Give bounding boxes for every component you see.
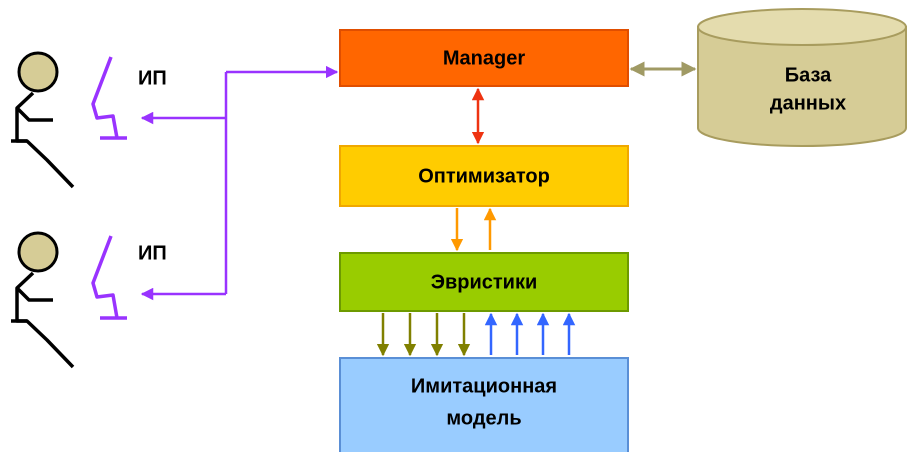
heuristics-node: Эвристики xyxy=(339,252,629,312)
user-1: ИП xyxy=(11,51,167,189)
heuristics-box xyxy=(339,252,629,312)
computer-desk-icon xyxy=(91,56,127,140)
simulation-label-line2: модель xyxy=(446,407,521,429)
database-label-line1: База xyxy=(785,64,832,86)
optimizer-label: Оптимизатор xyxy=(418,165,550,187)
user-1-label: ИП xyxy=(138,67,167,89)
manager-label: Manager xyxy=(443,47,525,69)
database-cylinder-top xyxy=(697,8,907,46)
optimizer-heuristics-connectors xyxy=(450,207,497,252)
user-head xyxy=(17,231,59,273)
manager-node: Manager xyxy=(339,29,629,87)
users-manager-connector xyxy=(140,65,339,301)
simulation-to-heuristics-arrows xyxy=(484,312,576,355)
heuristics-to-simulation-arrows xyxy=(376,313,471,357)
optimizer-box xyxy=(339,145,629,207)
optimizer-node: Оптимизатор xyxy=(339,145,629,207)
user-figure-icon xyxy=(11,231,75,369)
simulation-box xyxy=(339,357,629,452)
database-label-line2: данных xyxy=(770,92,846,114)
user-head xyxy=(17,51,59,93)
database-node: База данных xyxy=(697,8,907,147)
computer-desk-icon xyxy=(91,235,127,320)
manager-box xyxy=(339,29,629,87)
heuristics-label: Эвристики xyxy=(431,271,538,293)
user-2-label: ИП xyxy=(138,242,167,264)
user-2: ИП xyxy=(11,231,167,369)
database-cylinder-body xyxy=(697,26,907,147)
simulation-label-line1: Имитационная xyxy=(411,375,557,397)
user-figure-icon xyxy=(11,51,75,189)
simulation-node: Имитационная модель xyxy=(339,357,629,452)
